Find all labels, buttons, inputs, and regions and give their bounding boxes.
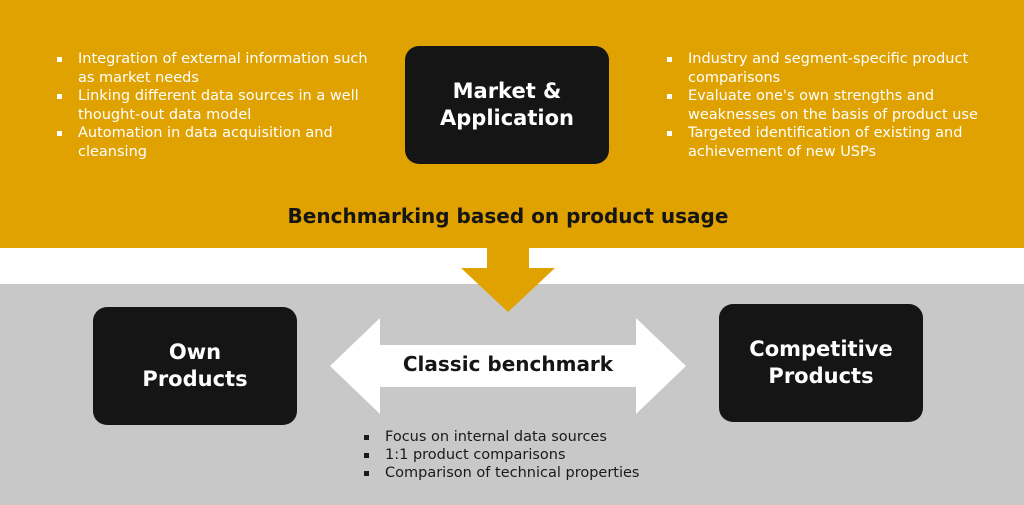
double-arrow (330, 318, 686, 414)
list-item: Evaluate one's own strengths and weaknes… (660, 87, 1015, 124)
list-item: Automation in data acquisition and clean… (50, 124, 370, 161)
classic-benchmark-label: Classic benchmark (402, 352, 614, 376)
own-box-line1: Own (168, 340, 222, 364)
list-item: Integration of external information such… (50, 50, 370, 87)
integration-bullet-list: Integration of external information such… (50, 50, 370, 161)
list-item: Linking different data sources in a well… (50, 87, 370, 124)
comparison-bullet-list: Industry and segment-specific product co… (660, 50, 1015, 161)
list-item: Industry and segment-specific product co… (660, 50, 1015, 87)
list-item: Targeted identification of existing and … (660, 124, 1015, 161)
competitive-products-box: Competitive Products (719, 304, 923, 422)
list-item: Comparison of technical properties (357, 464, 697, 482)
own-box-line2: Products (142, 367, 248, 391)
list-item: 1:1 product comparisons (357, 446, 697, 464)
down-arrow (461, 248, 555, 312)
market-box-line1: Market & (452, 79, 562, 103)
classic-benchmark-bullet-list: Focus on internal data sources 1:1 produ… (357, 428, 697, 482)
competitive-box-line1: Competitive (749, 337, 893, 361)
market-application-box: Market & Application (405, 46, 609, 164)
own-products-box: Own Products (93, 307, 297, 425)
list-item: Focus on internal data sources (357, 428, 697, 446)
market-box-line2: Application (440, 106, 574, 130)
competitive-box-line2: Products (768, 364, 874, 388)
benchmarking-heading: Benchmarking based on product usage (287, 204, 729, 228)
